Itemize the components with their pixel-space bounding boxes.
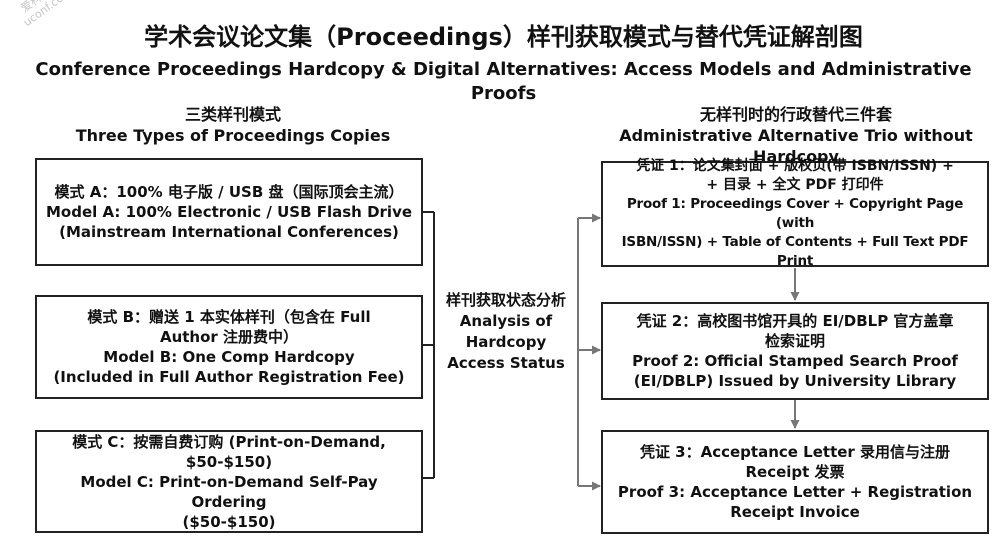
analysis-line-1: 样刊获取状态分析 — [445, 291, 566, 309]
left-column-heading: 三类样刊模式 Three Types of Proceedings Copies — [35, 104, 431, 146]
analysis-line-3: Hardcopy — [465, 333, 547, 351]
model-c-line-4: ($50-$150) — [182, 512, 276, 531]
proof-2-line-1: 凭证 2：高校图书馆开具的 EI/DBLP 官方盖章 — [636, 312, 954, 330]
proof-3-line-2: Receipt 发票 — [745, 463, 845, 481]
model-c-line-1: 模式 C：按需自费订购 (Print-on-Demand, — [72, 432, 386, 451]
model-a-box: 模式 A：100% 电子版 / USB 盘（国际顶会主流） Model A: 1… — [35, 158, 423, 266]
proof-2-line-2: 检索证明 — [764, 332, 825, 350]
analysis-line-4: Access Status — [447, 354, 565, 372]
proof-1-box: 凭证 1：论文集封面 + 版权页(带 ISBN/ISSN) + + 目录 + 全… — [601, 158, 989, 269]
proof-1-line-2: + 目录 + 全文 PDF 打印件 — [706, 177, 884, 193]
proof-3-box: 凭证 3：Acceptance Letter 录用信与注册 Receipt 发票… — [601, 430, 989, 534]
proof-3-line-4: Receipt Invoice — [730, 503, 860, 521]
right-heading-zh: 无样刊时的行政替代三件套 — [699, 105, 892, 124]
left-heading-zh: 三类样刊模式 — [184, 105, 281, 124]
proof-1-line-1: 凭证 1：论文集封面 + 版权页(带 ISBN/ISSN) + — [636, 158, 954, 174]
proof-2-line-3: Proof 2: Official Stamped Search Proof — [632, 352, 958, 370]
proof-1-line-3: Proof 1: Proceedings Cover + Copyright P… — [626, 196, 964, 231]
title-zh: 学术会议论文集（Proceedings）样刊获取模式与替代凭证解剖图 — [144, 23, 863, 51]
model-a-line-3: (Mainstream International Conferences) — [59, 223, 399, 241]
model-b-line-1: 模式 B：赠送 1 本实体样刊（包含在 Full — [87, 308, 371, 326]
model-a-line-2: Model A: 100% Electronic / USB Flash Dri… — [45, 203, 413, 221]
proof-2-line-4: (EI/DBLP) Issued by University Library — [633, 372, 957, 390]
model-b-box: 模式 B：赠送 1 本实体样刊（包含在 Full Author 注册费中） Mo… — [35, 295, 423, 399]
analysis-label: 样刊获取状态分析 Analysis of Hardcopy Access Sta… — [432, 290, 580, 374]
proof-2-box: 凭证 2：高校图书馆开具的 EI/DBLP 官方盖章 检索证明 Proof 2:… — [601, 302, 989, 400]
proof-3-line-1: 凭证 3：Acceptance Letter 录用信与注册 — [639, 443, 951, 461]
model-b-line-2: Author 注册费中） — [159, 328, 299, 346]
proof-1-line-4: ISBN/ISSN) + Table of Contents + Full Te… — [621, 234, 969, 269]
model-c-line-2: $50-$150) — [185, 452, 273, 471]
model-c-box: 模式 C：按需自费订购 (Print-on-Demand, $50-$150) … — [35, 430, 423, 533]
model-c-line-3: Model C: Print-on-Demand Self-Pay Orderi… — [80, 472, 378, 511]
left-heading-en: Three Types of Proceedings Copies — [75, 126, 391, 145]
model-b-line-4: (Included in Full Author Registration Fe… — [53, 368, 405, 386]
proof-3-line-3: Proof 3: Acceptance Letter + Registratio… — [617, 483, 973, 501]
model-a-line-1: 模式 A：100% 电子版 / USB 盘（国际顶会主流） — [54, 183, 404, 201]
analysis-line-2: Analysis of — [459, 312, 553, 330]
title-en: Conference Proceedings Hardcopy & Digita… — [35, 59, 972, 104]
model-b-line-3: Model B: One Comp Hardcopy — [103, 348, 355, 366]
